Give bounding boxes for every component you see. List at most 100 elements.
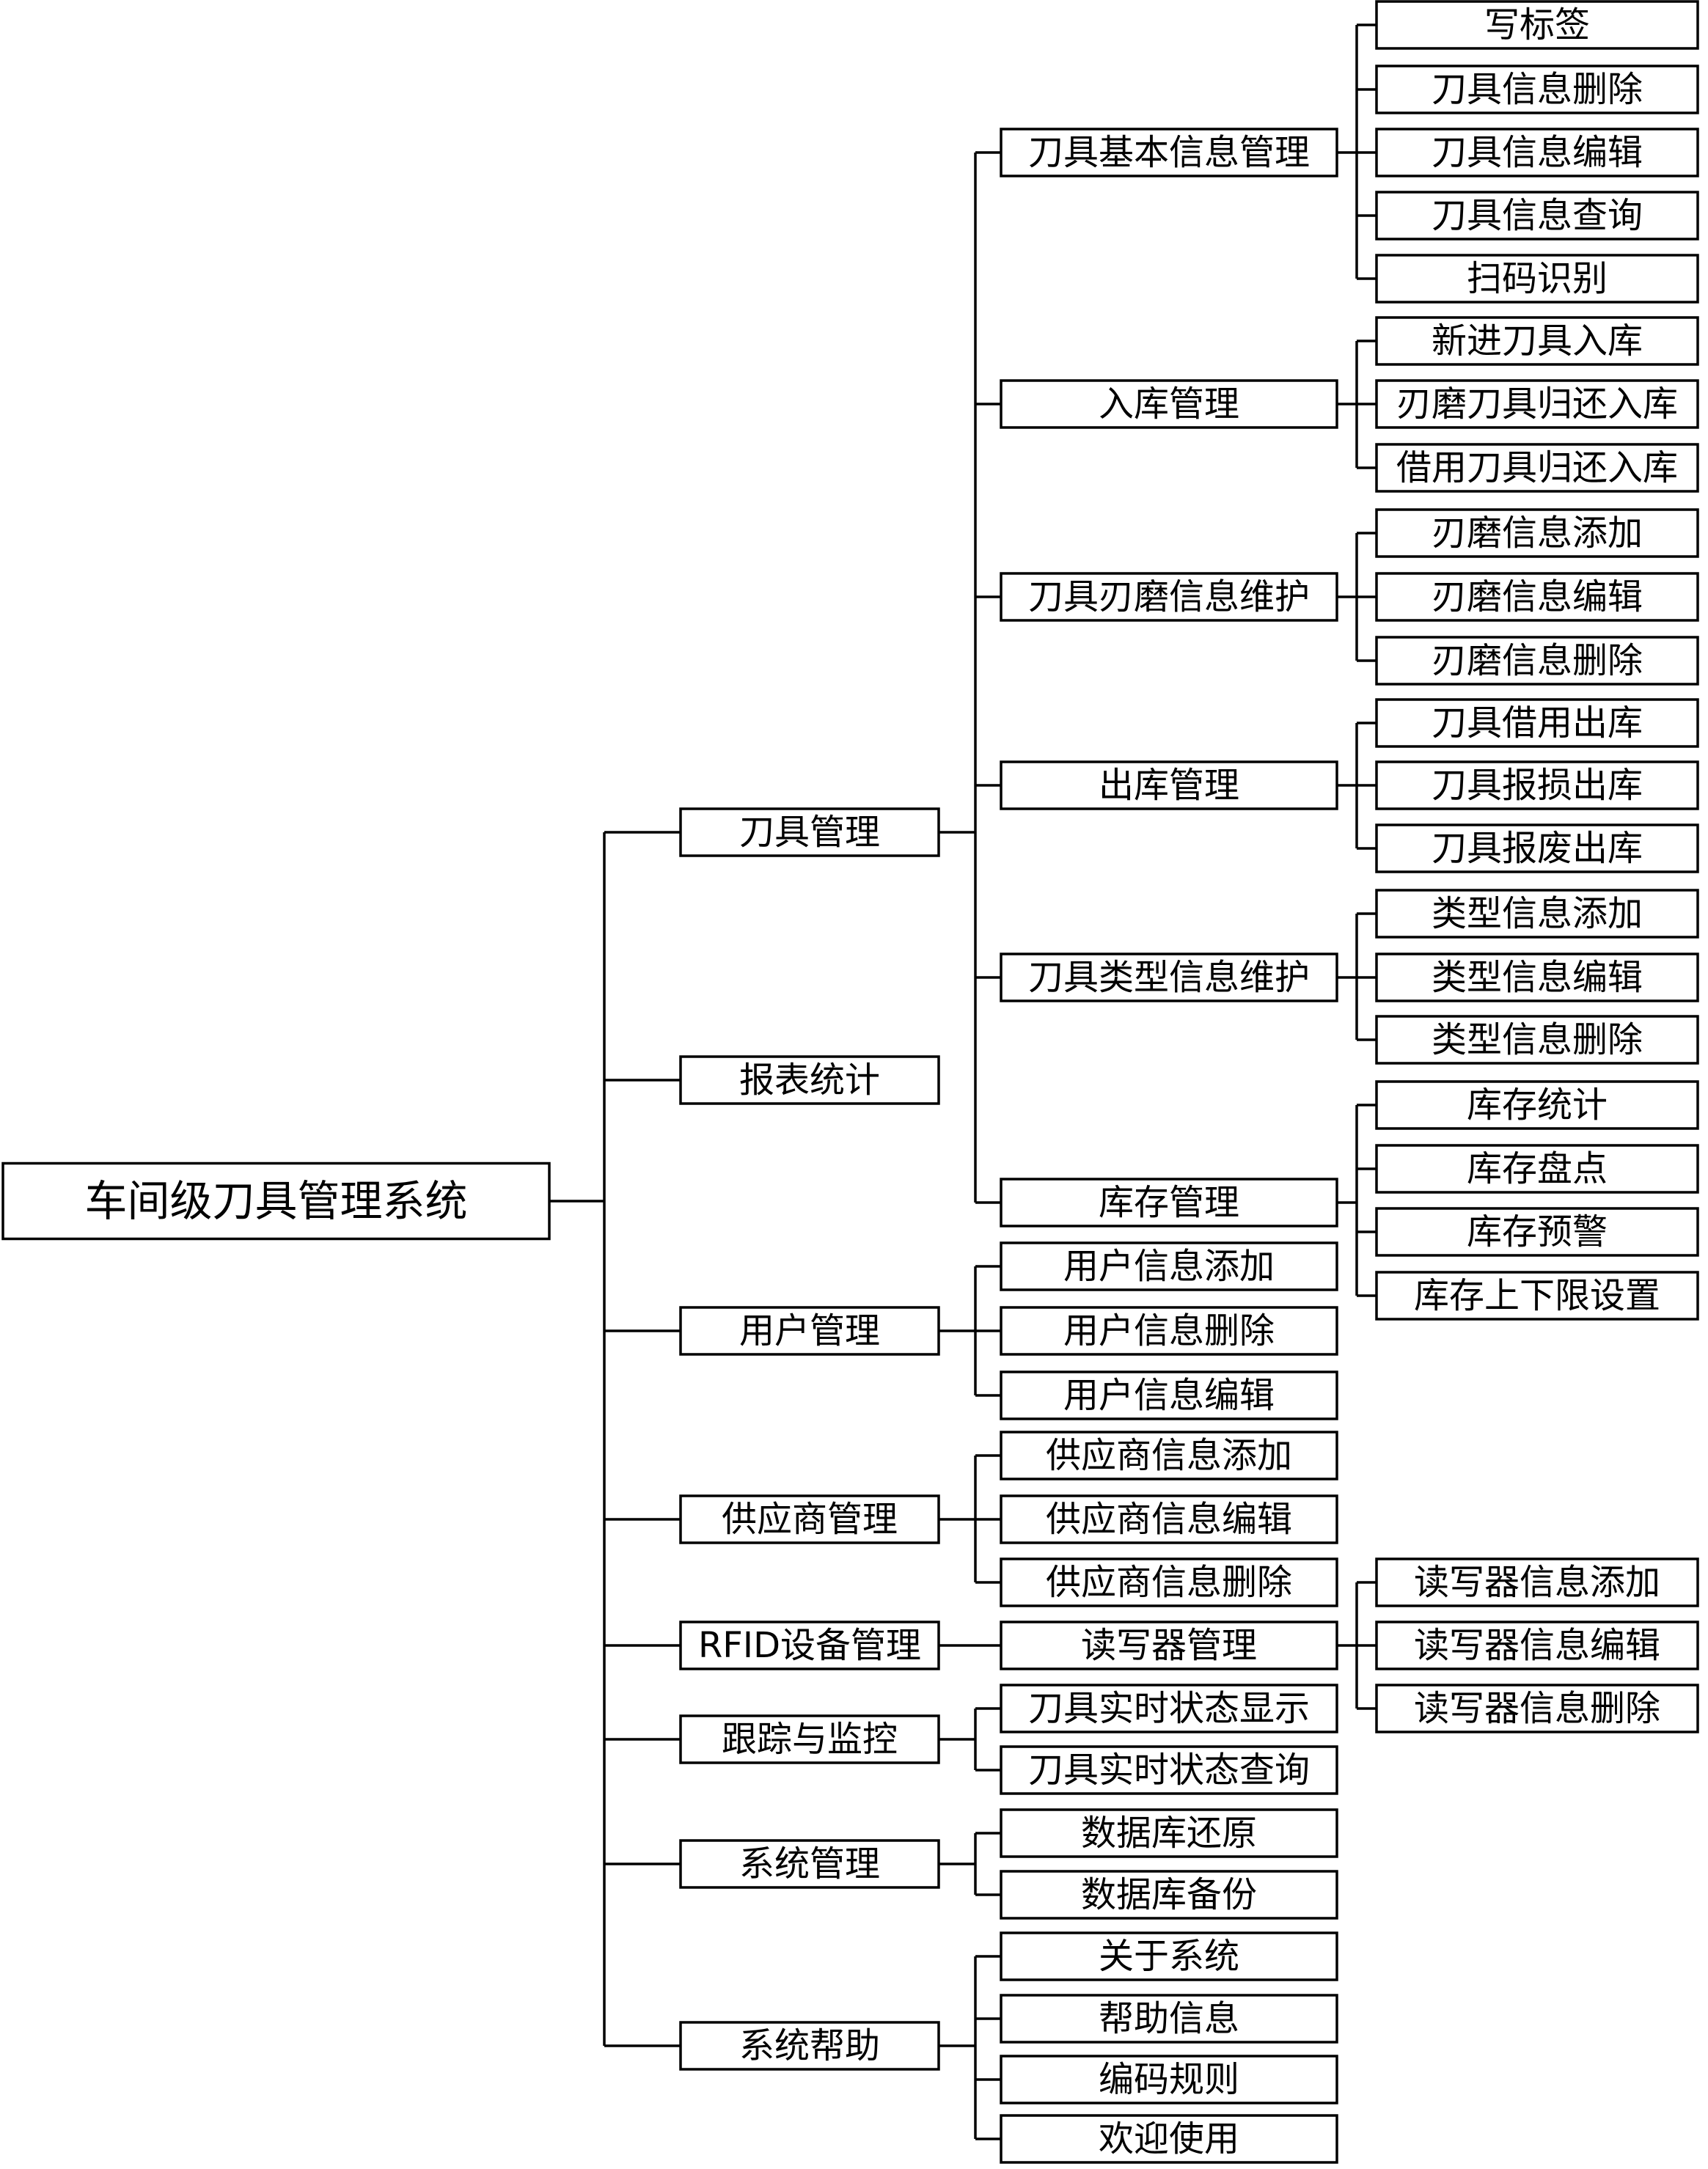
node-r-0-2-1: 刃磨信息编辑	[1375, 572, 1699, 622]
node-r-4-0-2: 读写器信息删除	[1375, 1684, 1699, 1733]
node-label: 用户信息编辑	[1063, 1375, 1275, 1416]
node-label: 用户信息添加	[1063, 1246, 1275, 1287]
node-r-0-4-1: 类型信息编辑	[1375, 953, 1699, 1002]
node-label: 报表统计	[739, 1060, 880, 1101]
node-label: 刀具基本信息管理	[1028, 132, 1310, 173]
node-r-4-0: 读写器管理	[1000, 1621, 1338, 1670]
node-box	[1375, 1621, 1699, 1670]
node-box	[1, 1161, 551, 1241]
node-r-0-2: 刀具刃磨信息维护	[1000, 572, 1338, 622]
node-r-0-5-0: 库存统计	[1375, 1080, 1699, 1130]
node-r-4-0-0: 读写器信息添加	[1375, 1557, 1699, 1607]
node-box	[1375, 0, 1699, 50]
node-box	[679, 1306, 940, 1356]
node-label: 刀具管理	[739, 812, 880, 853]
node-label: 写标签	[1484, 4, 1590, 45]
node-box	[1000, 1621, 1338, 1670]
node-r-7-0: 关于系统	[1000, 1931, 1338, 1981]
node-label: 刀具实时状态查询	[1028, 1750, 1310, 1791]
node-box	[1375, 65, 1699, 114]
node-label: 刀具信息查询	[1432, 195, 1643, 236]
node-box	[1000, 2055, 1338, 2104]
node-box	[1375, 316, 1699, 366]
node-r-6-0: 数据库还原	[1000, 1808, 1338, 1858]
node-box	[1000, 1745, 1338, 1795]
node-label: 刀具信息删除	[1432, 69, 1643, 110]
node-r-2-1: 用户信息删除	[1000, 1306, 1338, 1356]
node-box	[1000, 1178, 1338, 1227]
node-label: 刃磨信息删除	[1432, 640, 1643, 681]
node-label: 用户管理	[739, 1310, 880, 1351]
node-label: 类型信息删除	[1432, 1019, 1643, 1060]
node-box	[1000, 1494, 1338, 1544]
node-label: 欢迎使用	[1099, 2118, 1239, 2159]
node-r-5-1: 刀具实时状态查询	[1000, 1745, 1338, 1795]
node-r-0-0-3: 刀具信息查询	[1375, 191, 1699, 241]
node-label: 库存盘点	[1467, 1148, 1608, 1189]
node-box	[1375, 1015, 1699, 1065]
node-r-0-1: 入库管理	[1000, 379, 1338, 429]
node-r-0-0-2: 刀具信息编辑	[1375, 128, 1699, 177]
node-box	[1375, 698, 1699, 748]
node-r-0-0-1: 刀具信息删除	[1375, 65, 1699, 114]
node-box	[1375, 1144, 1699, 1194]
node-r-7-1: 帮助信息	[1000, 1994, 1338, 2044]
node-r-2-0: 用户信息添加	[1000, 1241, 1338, 1291]
node-label: RFID设备管理	[698, 1625, 921, 1666]
node-label: 刀具刃磨信息维护	[1028, 576, 1310, 617]
node-box	[679, 1714, 940, 1764]
node-box	[1375, 1207, 1699, 1257]
node-box	[1375, 823, 1699, 873]
node-r-4: RFID设备管理	[679, 1621, 940, 1670]
node-box	[1000, 1808, 1338, 1858]
node-r-0-1-0: 新进刀具入库	[1375, 316, 1699, 366]
node-r-0-1-1: 刃磨刀具归还入库	[1375, 379, 1699, 429]
node-label: 出库管理	[1099, 765, 1239, 806]
node-r-0-2-0: 刃磨信息添加	[1375, 508, 1699, 558]
node-box	[1000, 1431, 1338, 1480]
node-label: 用户信息删除	[1063, 1310, 1275, 1351]
node-box	[1000, 1306, 1338, 1356]
node-label: 类型信息编辑	[1432, 957, 1643, 998]
node-r-0-5-2: 库存预警	[1375, 1207, 1699, 1257]
node-label: 读写器信息编辑	[1414, 1625, 1660, 1666]
node-r-2-2: 用户信息编辑	[1000, 1370, 1338, 1420]
node-r-0: 刀具管理	[679, 807, 940, 857]
node-label: 刀具实时状态显示	[1028, 1688, 1310, 1729]
node-label: 供应商管理	[722, 1499, 898, 1540]
node-r-0-0-0: 写标签	[1375, 0, 1699, 50]
node-box	[679, 1839, 940, 1889]
node-box	[679, 1494, 940, 1544]
node-label: 刀具报损出库	[1432, 765, 1643, 806]
connector-lines	[549, 23, 1377, 2140]
node-label: 库存上下限设置	[1414, 1275, 1660, 1316]
node-r-0-5: 库存管理	[1000, 1178, 1338, 1227]
node-box	[1000, 760, 1338, 810]
node-r-0-3-1: 刀具报损出库	[1375, 760, 1699, 810]
node-r-0-1-2: 借用刀具归还入库	[1375, 443, 1699, 493]
node-r-7-2: 编码规则	[1000, 2055, 1338, 2104]
node-r-6-1: 数据库备份	[1000, 1870, 1338, 1920]
node-r-4-0-1: 读写器信息编辑	[1375, 1621, 1699, 1670]
node-label: 车间级刀具管理系统	[84, 1176, 467, 1226]
node-label: 系统管理	[739, 1843, 880, 1884]
node-r-0-4-0: 类型信息添加	[1375, 889, 1699, 939]
node-label: 库存预警	[1467, 1211, 1608, 1252]
node-label: 供应商信息添加	[1046, 1435, 1292, 1476]
node-box	[679, 2021, 940, 2071]
node-box	[1000, 1241, 1338, 1291]
node-r-3-0: 供应商信息添加	[1000, 1431, 1338, 1480]
node-box	[1000, 2114, 1338, 2164]
node-r-0-2-2: 刃磨信息删除	[1375, 636, 1699, 686]
node-label: 扫码识别	[1467, 258, 1608, 299]
node-box	[1375, 953, 1699, 1002]
node-label: 刀具借用出库	[1432, 702, 1643, 744]
node-label: 类型信息添加	[1432, 893, 1643, 934]
node-label: 系统帮助	[739, 2025, 880, 2066]
node-r-0-4-2: 类型信息删除	[1375, 1015, 1699, 1065]
node-label: 入库管理	[1099, 383, 1239, 425]
node-label: 刀具报废出库	[1432, 828, 1643, 869]
node-r-3-2: 供应商信息删除	[1000, 1557, 1338, 1607]
node-r-3: 供应商管理	[679, 1494, 940, 1544]
